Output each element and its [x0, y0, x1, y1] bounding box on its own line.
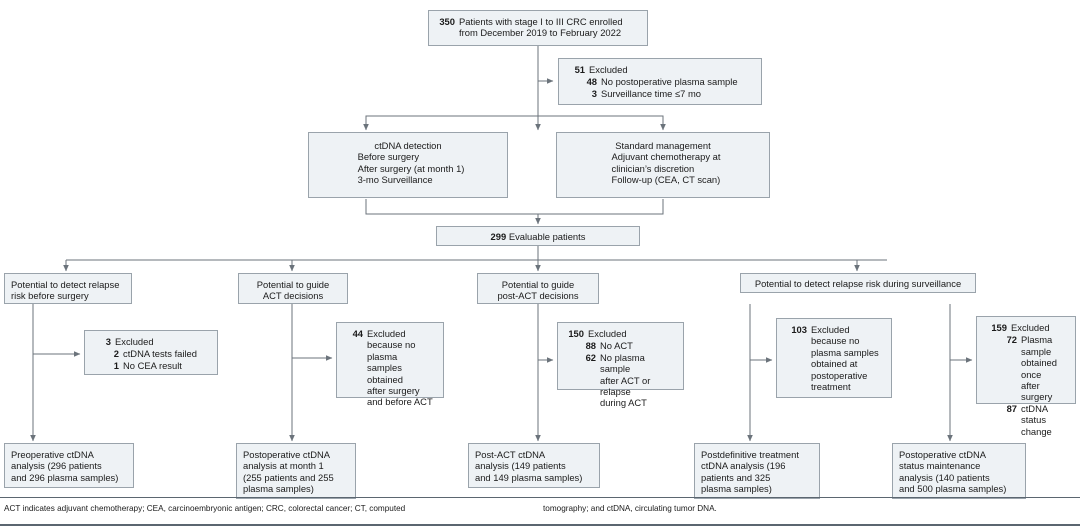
b3-excluded-label: Excluded — [588, 328, 627, 339]
enrolled-line2: from December 2019 to February 2022 — [459, 27, 622, 39]
branch-header-guide-post-act: Potential to guide post-ACT decisions — [477, 273, 599, 304]
ctdna-detection-line2: 3-mo Surveillance — [357, 174, 433, 186]
node-excluded-top: 51 Excluded 48 No postoperative plasma s… — [558, 58, 762, 105]
b1-excluded-label: Excluded — [115, 336, 154, 347]
result-preoperative-line2: and 296 plasma samples) — [11, 471, 119, 483]
b4-excluded-reason2: obtained at — [811, 358, 858, 370]
branch-excluded-status-maintenance: 159 Excluded 72 Plasma sample obtained o… — [976, 316, 1076, 437]
b2-excluded-reason0: because no plasma — [367, 339, 416, 362]
excluded-top-item1-count: 3 — [591, 87, 597, 99]
b4-excluded-reason1: plasma samples — [811, 346, 879, 358]
branch-header-guide-act-line0: Potential to guide — [256, 279, 330, 290]
b4-excluded-count: 103 — [791, 324, 807, 335]
standard-management-line2: Follow-up (CEA, CT scan) — [611, 174, 721, 186]
footnote-right: tomography; and ctDNA, circulating tumor… — [543, 504, 717, 513]
result-postdef-line3: plasma samples) — [701, 483, 772, 495]
b5-excluded-count: 159 — [991, 322, 1007, 333]
b3-excluded-item1-text: No plasma sample after ACT or relapse du… — [600, 351, 651, 409]
result-status-line3: and 500 plasma samples) — [899, 483, 1007, 495]
branch-excluded-post-definitive: 103 Excluded because no plasma samples o… — [776, 318, 892, 398]
branch-header-guide-post-act-line0: Potential to guide — [501, 279, 575, 290]
result-status-maintenance: Postoperative ctDNA status maintenance a… — [892, 443, 1026, 499]
footnote-bottom-rule — [0, 524, 1080, 526]
enrolled-count: 350 — [439, 16, 455, 27]
b5-excluded-label: Excluded — [1011, 322, 1050, 333]
branch-header-pre-surgery: Potential to detect relapse risk before … — [4, 273, 132, 304]
enrolled-line1: Patients with stage I to III CRC enrolle… — [459, 16, 623, 27]
result-postact-line1: analysis (149 patients — [475, 460, 566, 472]
b5-excluded-item0-count: 72 — [1006, 334, 1017, 346]
evaluable-count: 299 — [490, 231, 507, 242]
footnote-top-rule — [0, 497, 1080, 498]
b2-excluded-count: 44 — [352, 328, 363, 339]
b4-excluded-reason4: treatment — [811, 381, 851, 393]
result-postdef-line1: ctDNA analysis (196 — [701, 460, 786, 472]
branch-header-pre-surgery-line1: risk before surgery — [11, 290, 89, 302]
result-postop-line0: Postoperative ctDNA — [243, 449, 331, 460]
footnote-left: ACT indicates adjuvant chemotherapy; CEA… — [4, 504, 406, 513]
excluded-top-item1-text: Surveillance time ≤7 mo — [601, 87, 701, 99]
result-preoperative-line1: analysis (296 patients — [11, 460, 102, 472]
excluded-top-label: Excluded — [589, 64, 628, 75]
result-postop-line1: analysis at month 1 — [243, 460, 324, 472]
result-postoperative-month1: Postoperative ctDNA analysis at month 1 … — [236, 443, 356, 499]
b1-excluded-item0-text: ctDNA tests failed — [123, 348, 197, 360]
ctdna-detection-title: ctDNA detection — [374, 140, 442, 151]
branch-header-guide-act-line1: ACT decisions — [262, 290, 324, 302]
node-ctdna-detection: ctDNA detection Before surgery After sur… — [308, 132, 508, 198]
result-status-line0: Postoperative ctDNA — [899, 449, 987, 460]
result-postdef-line0: Postdefinitive treatment — [701, 449, 799, 460]
b2-excluded-reason2: after surgery — [367, 385, 420, 397]
standard-management-line0: Adjuvant chemotherapy at — [611, 151, 721, 163]
branch-excluded-pre-surgery: 3 Excluded 2 ctDNA tests failed 1 No CEA… — [84, 330, 218, 375]
branch-header-surveillance-line0: Potential to detect relapse risk during … — [754, 278, 962, 289]
b2-excluded-label: Excluded — [367, 328, 406, 339]
result-postop-line2: (255 patients and 255 — [243, 471, 334, 483]
b3-excluded-item0-count: 88 — [585, 340, 596, 352]
result-postact-line0: Post-ACT ctDNA — [475, 449, 546, 460]
b5-excluded-item1-count: 87 — [1006, 402, 1017, 414]
excluded-top-item0-text: No postoperative plasma sample — [601, 76, 738, 88]
b2-excluded-reason1: samples obtained — [367, 362, 403, 385]
standard-management-line1: clinician’s discretion — [611, 162, 695, 174]
ctdna-detection-line0: Before surgery — [357, 151, 420, 163]
result-postact-line2: and 149 plasma samples) — [475, 471, 583, 483]
result-postop-line3: plasma samples) — [243, 483, 314, 495]
evaluable-label: Evaluable patients — [508, 231, 586, 242]
b1-excluded-count: 3 — [105, 336, 111, 347]
b3-excluded-item0-text: No ACT — [600, 340, 633, 352]
result-status-line2: analysis (140 patients — [899, 471, 990, 483]
b2-excluded-reason3: and before ACT — [367, 396, 433, 408]
result-postdef-line2: patients and 325 — [701, 471, 771, 483]
branch-excluded-guide-act: 44 Excluded because no plasma samples ob… — [336, 322, 444, 407]
result-status-line1: status maintenance — [899, 460, 981, 472]
node-standard-management: Standard management Adjuvant chemotherap… — [556, 132, 770, 198]
node-evaluable-patients: 299 Evaluable patients — [436, 226, 640, 246]
b4-excluded-reason3: postoperative — [811, 369, 868, 381]
b1-excluded-item0-count: 2 — [113, 348, 119, 360]
node-enrolled: 350 Patients with stage I to III CRC enr… — [428, 10, 648, 46]
branch-header-pre-surgery-line0: Potential to detect relapse — [11, 279, 120, 290]
ctdna-detection-line1: After surgery (at month 1) — [357, 162, 465, 174]
branch-excluded-guide-post-act: 150 Excluded 88 No ACT 62 No plasma samp… — [557, 322, 684, 408]
b3-excluded-count: 150 — [568, 328, 584, 339]
b1-excluded-item1-text: No CEA result — [123, 359, 182, 371]
b1-excluded-item1-count: 1 — [113, 359, 119, 371]
branch-header-surveillance: Potential to detect relapse risk during … — [740, 273, 976, 293]
result-post-act: Post-ACT ctDNA analysis (149 patients an… — [468, 443, 600, 488]
b5-excluded-item0-text: Plasma sample obtained once after surger… — [1021, 334, 1057, 403]
excluded-top-count: 51 — [574, 64, 585, 75]
excluded-top-item0-count: 48 — [586, 76, 597, 88]
result-preoperative: Preoperative ctDNA analysis (296 patient… — [4, 443, 134, 488]
branch-header-guide-act: Potential to guide ACT decisions — [238, 273, 348, 304]
b5-excluded-item1-text: ctDNA status change — [1021, 402, 1052, 437]
branch-header-guide-post-act-line1: post-ACT decisions — [497, 290, 579, 302]
standard-management-title: Standard management — [615, 140, 711, 151]
result-preoperative-line0: Preoperative ctDNA — [11, 449, 94, 460]
result-post-definitive: Postdefinitive treatment ctDNA analysis … — [694, 443, 820, 499]
b3-excluded-item1-count: 62 — [585, 351, 596, 363]
b4-excluded-reason0: because no — [811, 335, 860, 347]
b4-excluded-label: Excluded — [811, 324, 850, 335]
